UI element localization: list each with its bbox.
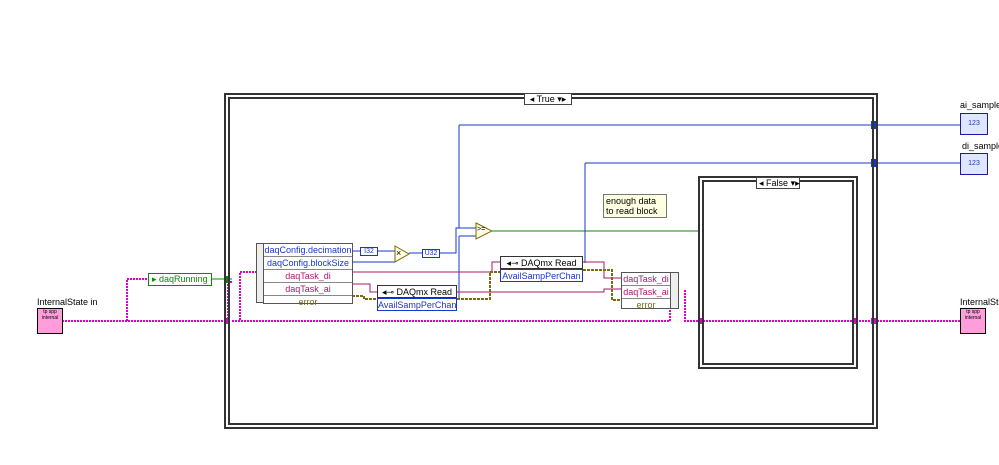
inner-case-structure[interactable] — [698, 176, 858, 369]
multiply-symbol: × — [396, 248, 402, 258]
greater-or-equal-node[interactable] — [475, 222, 493, 240]
inner-case-selector[interactable]: ◂ False ▾▸ — [756, 177, 800, 189]
daqmx-read-node-1[interactable]: ◂⊸ DAQmx Read — [377, 285, 457, 298]
cluster-icon-text: tp spp internal — [41, 309, 59, 321]
internal-state-in-label: InternalState in — [37, 297, 98, 307]
unbundle-left[interactable]: daqConfig.decimation daqConfig.blockSize… — [263, 243, 353, 307]
selector-left-arrow[interactable]: ◂ — [759, 178, 764, 188]
daq-running-node[interactable]: ▸ daqRunning — [148, 273, 212, 286]
di-samples-indicator[interactable]: 123 — [960, 153, 988, 175]
unbundle-row[interactable]: daqConfig.decimation — [264, 245, 352, 257]
outer-case-selector-label: True — [536, 94, 555, 104]
array-icon-text: 123 — [968, 120, 980, 127]
ai-samples-label: ai_samples — [960, 100, 999, 110]
arrow-right-icon: ▸ — [152, 274, 160, 284]
daqmx-read-property-2[interactable]: AvailSampPerChan — [500, 269, 583, 282]
bundle-row[interactable]: daqTask_di — [622, 274, 670, 286]
internal-state-out-terminal[interactable]: tp spp internal — [960, 308, 986, 334]
selector-dropdown-arrow[interactable]: ▾▸ — [557, 94, 567, 104]
bundle-right[interactable]: daqTask_di daqTask_ai error — [621, 272, 671, 310]
unbundle-row[interactable]: daqTask_ai — [264, 283, 352, 296]
error-wire — [352, 269, 622, 301]
selector-dropdown-arrow[interactable]: ▾▸ — [790, 178, 800, 188]
daq-running-label: daqRunning — [159, 274, 208, 284]
to-i32-node[interactable]: I32 — [360, 247, 378, 256]
compare-symbol: >= — [477, 226, 486, 233]
daqmx-read-title: DAQmx Read — [396, 287, 453, 297]
bundle-right-handle[interactable] — [670, 272, 679, 309]
internal-state-out-label: InternalStat — [960, 297, 999, 307]
inner-case-selector-label: False — [766, 178, 789, 188]
comment-free-label[interactable]: enough data to read block — [603, 194, 667, 218]
array-icon-text: 123 — [968, 160, 980, 167]
selector-left-arrow[interactable]: ◂ — [529, 94, 535, 104]
internal-state-in-terminal[interactable]: tp spp internal — [37, 308, 63, 334]
to-u32-node[interactable]: U32 — [422, 249, 440, 258]
property-node-icon: ◂⊸ — [506, 258, 522, 268]
ai-samples-indicator[interactable]: 123 — [960, 113, 988, 135]
multiply-node[interactable] — [394, 245, 410, 263]
bundle-row[interactable]: daqTask_ai — [622, 287, 670, 299]
daqmx-read-property-1[interactable]: AvailSampPerChan — [377, 298, 457, 311]
di-samples-label: di_sample — [962, 141, 999, 151]
daqmx-read-title: DAQmx Read — [521, 258, 577, 268]
bundle-row[interactable]: error — [636, 300, 656, 310]
cluster-icon-text: tp spp internal — [964, 309, 982, 321]
unbundle-row[interactable]: daqTask_di — [264, 270, 352, 283]
unbundle-row[interactable]: error — [298, 297, 318, 307]
unbundle-row[interactable]: daqConfig.blockSize — [264, 257, 352, 270]
outer-case-selector[interactable]: ◂ True ▾▸ — [524, 93, 572, 105]
daqmx-read-node-2[interactable]: ◂⊸ DAQmx Read — [500, 256, 583, 269]
property-node-icon: ◂⊸ — [381, 287, 397, 297]
